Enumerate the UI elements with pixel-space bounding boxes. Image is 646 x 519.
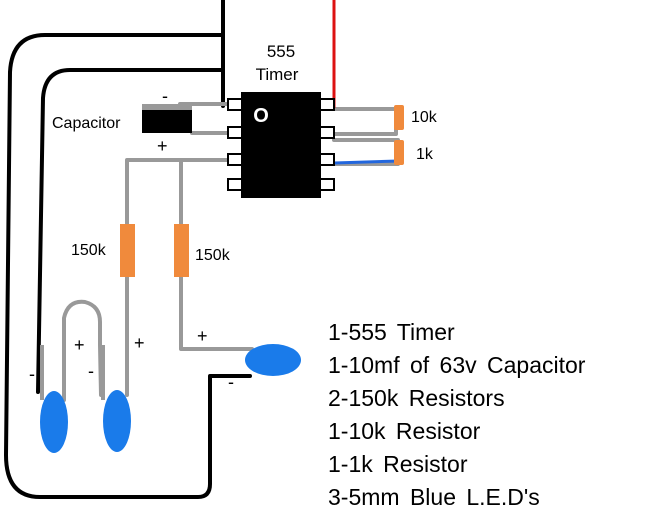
parts-list-item: 2-150k Resistors: [328, 385, 505, 411]
resistor-10k-label: 10k: [411, 109, 438, 126]
outer-ground-loop: [4, 33, 252, 499]
capacitor-label: Capacitor: [52, 115, 121, 132]
resistor-150k-left-label: 150k: [71, 242, 107, 259]
chip-body: [241, 92, 321, 198]
led-3: [245, 344, 301, 376]
chip-pin-1: [227, 98, 243, 111]
resistor-1k-label: 1k: [416, 146, 434, 163]
pin3-wire: [125, 158, 230, 227]
black-wires: [4, 0, 252, 499]
chip-pin-3: [227, 153, 243, 166]
resistor-150k-right: [174, 224, 189, 277]
chip-555: O: [227, 92, 335, 198]
led-1-minus-label: -: [29, 364, 35, 384]
ic-title-line2: Timer: [256, 65, 299, 84]
gray-wires: [62, 102, 400, 402]
chip-pin-6: [319, 153, 335, 166]
resistor-10k: [394, 105, 404, 130]
ic-title-line1: 555: [267, 42, 295, 61]
led-4-plus-label: +: [197, 326, 208, 346]
led-2-minus-label: -: [88, 361, 94, 381]
inner-loop-wire: [36, 68, 225, 394]
parts-list-item: 1-10k Resistor: [328, 418, 481, 444]
chip-pin-4: [227, 178, 243, 191]
parts-list-item: 1-10mf of 63v Capacitor: [328, 352, 586, 378]
resistor-1k: [394, 140, 404, 165]
chip-pin-5: [319, 178, 335, 191]
capacitor-stripe: [142, 104, 192, 110]
chip-pin-8: [319, 98, 335, 111]
chip-pin-2: [227, 126, 243, 139]
capacitor-minus-label: -: [162, 86, 168, 106]
right-resistor-lead: [179, 274, 254, 351]
pin7-to-10k-wire: [332, 126, 398, 136]
led-1: [40, 391, 68, 453]
blue-wire: [333, 159, 399, 165]
parts-list-item: 1-1k Resistor: [328, 451, 468, 477]
led-2-lead-left: [101, 345, 105, 400]
led-1-lead-right: [62, 345, 66, 400]
chip-pin1-mark: O: [253, 105, 269, 127]
leds: [40, 344, 301, 453]
resistor-150k-left: [120, 224, 135, 277]
led-2-plus-label: +: [74, 335, 85, 355]
led-bridge-wire: [62, 299, 103, 402]
capacitor-body: [142, 110, 192, 133]
parts-list-item: 3-5mm Blue L.E.D's: [328, 484, 540, 510]
resistors: [120, 105, 404, 277]
parts-list-item: 1-555 Timer: [328, 319, 455, 345]
led-1-lead-left: [40, 345, 44, 400]
led-4-minus-label: -: [228, 372, 234, 392]
capacitor-plus-label: +: [157, 136, 168, 156]
resistor-150k-right-label: 150k: [195, 247, 231, 264]
led-2: [103, 390, 131, 452]
parts-list: 1-555 Timer 1-10mf of 63v Capacitor 2-15…: [328, 316, 646, 514]
chip-pin-7: [319, 126, 335, 139]
led-3-plus-label: +: [134, 333, 145, 353]
